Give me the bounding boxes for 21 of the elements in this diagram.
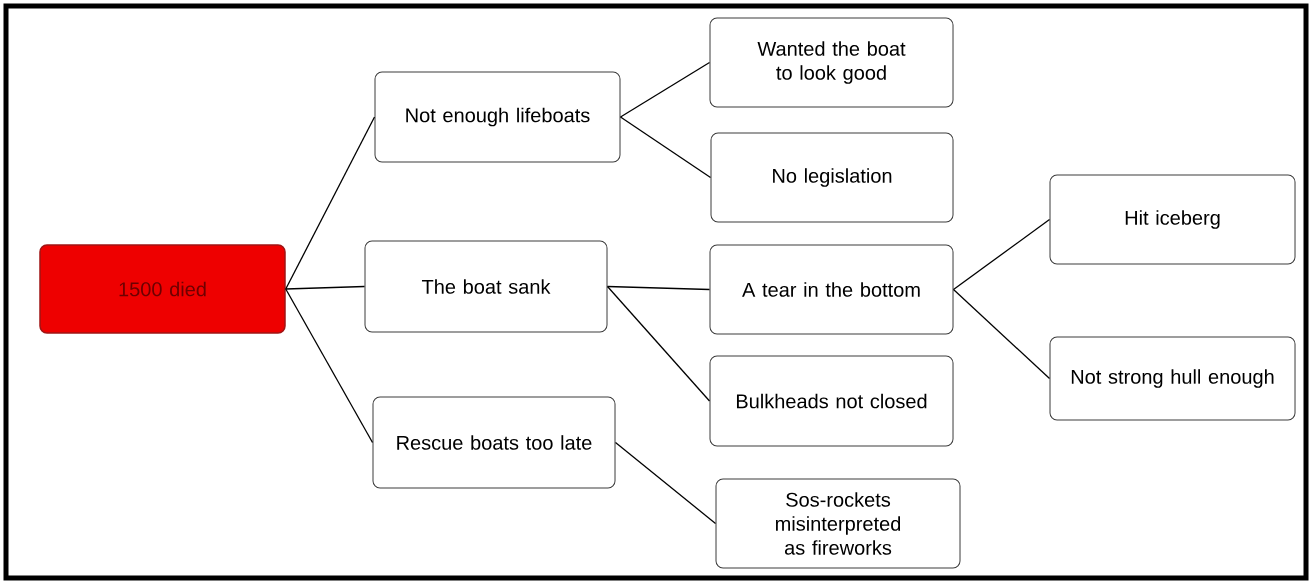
connector bbox=[952, 218, 1051, 291]
cause-box: Sos-rockets misinterpreted as fireworks bbox=[715, 478, 961, 569]
cause-box: Not strong hull enough bbox=[1049, 336, 1296, 421]
connector bbox=[285, 288, 374, 444]
cause-box: Wanted the boat to look good bbox=[709, 17, 954, 108]
connector bbox=[285, 285, 366, 290]
connector bbox=[619, 61, 711, 118]
connector bbox=[614, 441, 717, 525]
connector bbox=[952, 288, 1051, 380]
connector bbox=[619, 116, 712, 179]
cause-box: A tear in the bottom bbox=[709, 244, 954, 335]
cause-box: Hit iceberg bbox=[1049, 174, 1296, 265]
connector bbox=[606, 285, 711, 291]
connector bbox=[606, 285, 711, 402]
cause-box: Bulkheads not closed bbox=[709, 355, 954, 447]
cause-box: Not enough lifeboats bbox=[374, 71, 621, 163]
connector bbox=[285, 116, 376, 290]
cause-box: No legislation bbox=[710, 132, 954, 223]
root-box: 1500 died bbox=[39, 244, 286, 334]
cause-box: Rescue boats too late bbox=[372, 396, 616, 489]
cause-box: The boat sank bbox=[364, 240, 608, 333]
